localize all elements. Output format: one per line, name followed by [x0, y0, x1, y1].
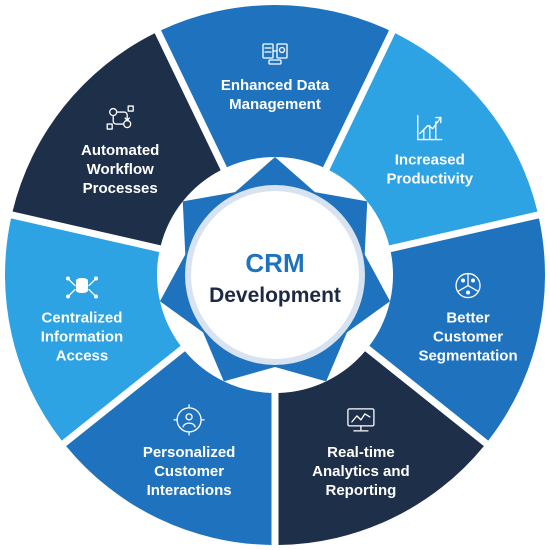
segments-layer: Enhanced DataManagementIncreasedProducti… — [4, 4, 546, 545]
central-hub-icon — [65, 276, 98, 299]
segment-label-line: Productivity — [386, 171, 473, 188]
segment-label-line: Reporting — [325, 482, 396, 499]
segment-label-line: Customer — [154, 463, 224, 480]
segment-label-line: Analytics and — [312, 463, 410, 480]
center-subtitle: Development — [209, 284, 341, 307]
segment-label-line: Centralized — [42, 310, 123, 327]
segment-label-line: Workflow — [87, 161, 155, 178]
segment-label-line: Segmentation — [418, 348, 517, 365]
growth-chart-icon — [417, 114, 443, 141]
wheel-segment — [4, 218, 181, 441]
segment-label-line: Access — [56, 348, 109, 365]
segment-label-line: Customer — [433, 329, 503, 346]
analytics-monitor-icon — [347, 408, 375, 432]
center-hub: CRM Development — [185, 185, 365, 365]
wheel-segment — [369, 218, 546, 441]
segment-label-line: Information — [41, 329, 124, 346]
data-management-icon — [262, 43, 288, 65]
center-title: CRM — [245, 248, 304, 278]
segment-label-line: Increased — [395, 152, 465, 169]
wheel-segment — [66, 351, 272, 545]
segment-label-line: Processes — [83, 180, 158, 197]
wheel-segment — [12, 33, 221, 246]
segment-label-line: Enhanced Data — [221, 77, 330, 94]
user-target-icon — [173, 404, 205, 436]
wheel-segment — [278, 351, 484, 545]
segment-label-line: Real-time — [327, 444, 395, 461]
wheel-segment — [161, 4, 389, 168]
segmentation-pie-icon — [455, 272, 481, 299]
segment-label-line: Personalized — [143, 444, 236, 461]
segment-label-line: Better — [446, 310, 490, 327]
center-circle — [191, 191, 359, 359]
segment-label-line: Interactions — [147, 482, 232, 499]
segment-label-line: Automated — [81, 142, 159, 159]
workflow-gears-icon — [106, 105, 134, 130]
segment-label-line: Management — [229, 96, 321, 113]
